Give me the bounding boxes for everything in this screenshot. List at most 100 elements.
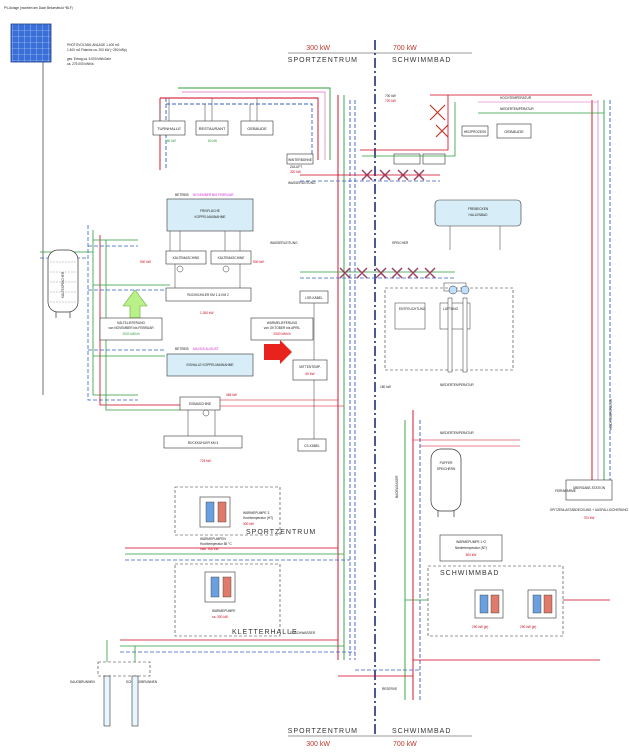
puffer-label: PUFFER [440, 461, 453, 465]
consumer-box [496, 123, 532, 139]
uebergabe-sub: SPITZENLASTABDECKUNG + AUSFALLSICHERUNG [550, 508, 628, 512]
top-left-consumers: TURNHALLE RESTAURANT GEBÄUDE 180 kW 60 k… [152, 87, 331, 174]
waermepumpe4-label: WÄRMEPUMPE [212, 609, 236, 613]
solar-panel-icon [10, 23, 52, 63]
niedertemp-lbl: NIEDERTEMPERATUR [440, 383, 474, 387]
pump-icon [448, 285, 458, 295]
box-caption: BETRIEB [175, 193, 189, 197]
waermelieferung: WÄRMELIEFERUNG von OKTOBER bis APRIL 200… [250, 317, 314, 364]
kaeltemaschine2-label: KÄLTEMASCHINE [218, 256, 245, 260]
schwimmbad-sub: SCHWIMMBAD [440, 570, 499, 577]
waermepumpen-sz-kw: max. 300 kW [200, 547, 219, 551]
hallenbad-label: HALLENBAD [469, 213, 489, 217]
box-caption-months: NOVEMBER BIS FEBRUAR [193, 193, 234, 197]
cs-box: CS-KÄBEL [297, 438, 327, 452]
zuluft-label: ZULUFT [290, 165, 302, 169]
small-kw: 60 kW [305, 372, 314, 376]
uebergabe-station: ÜBERGABE-STATION SPITZENLASTABDECKUNG + … [550, 479, 629, 520]
heatbox-label: HEIZPROZESS [464, 130, 487, 134]
eismaschine-label: EISMASCHINE [189, 402, 211, 406]
pump-icon [460, 285, 470, 295]
waermepumpe3-label: WÄRMEPUMPE 3 [243, 511, 269, 515]
wp-sw-2-kw: 290 kW (je) [520, 625, 536, 629]
consumer-label: GEBÄUDE [504, 129, 524, 134]
hochtemp-vertical: HOCHTEMPERATUR [609, 398, 613, 430]
top-header: 300 kW 700 kW SPORTZENTRUM SCHWIMMBAD [288, 45, 472, 64]
consumer-label: TURNHALLE [157, 126, 181, 131]
waermepumpen-sz-label: WÄRMEPUMPEN [200, 537, 227, 541]
box-caption: BETRIEB [175, 347, 189, 351]
consumer-label: RESTAURANT [199, 126, 226, 131]
kw1260-label: 1.260 kW [200, 311, 213, 315]
waermepumpe4-kw: ca. 300 kW [212, 615, 228, 619]
waermepumpen-sz-sub: Hochtemperatur 85 °C [200, 542, 232, 546]
top-right-kw: 700 kW [393, 45, 417, 52]
kaeltelieferung-label: KÄLTELIEFERUNG [117, 321, 146, 325]
fernwaerme-lbl: FERNWÄRME [555, 489, 576, 493]
process-box-upper: BETRIEB NOVEMBER BIS FEBRUAR FREIFLÄCHE … [166, 193, 254, 232]
arrow-up-icon [122, 289, 148, 319]
bottom-left-kw: 300 kW [306, 741, 330, 748]
schwimmbad-process-area: ENTFEUCHTUNG LÜFTUNG [384, 285, 514, 373]
pv-line3: ges. Ertrag ca. 5.000 kWh/Jahr [67, 57, 112, 61]
uebergabe-label: ÜBERGABE-STATION [573, 486, 606, 490]
pv-line1: PHOTOVOLTAIK-ANLAGE 1.400 m2 [67, 43, 120, 47]
top-left-name: SPORTZENTRUM [288, 57, 358, 64]
mittentemp-box: MITTENTEMP. 60 kW [292, 359, 328, 381]
waermepumpe3-kw: 300 kW [243, 522, 254, 526]
cs-label: CS-KÄBEL [304, 444, 320, 448]
misc-labels: WASSERLEITUNG WASSERLEITUNG SPEICHER NIE… [270, 181, 613, 691]
pv-line2: 1.400 m2 Flaeche ca. 200 kW (~250 kWp) [67, 48, 127, 52]
waermelieferung-label: WÄRMELIEFERUNG [267, 321, 298, 325]
kaeltemaschine-label: KÄLTEMASCHINE [173, 256, 200, 260]
top-left-kw: 300 kW [306, 45, 330, 52]
freibecken: FREIBECKEN HALLENBAD [434, 199, 522, 250]
niedertemp-lbl-2: NIEDERTEMPERATUR [440, 431, 474, 435]
top-right-name: SCHWIMMBAD [392, 57, 451, 64]
reserve-lbl: RESERVE [382, 687, 397, 691]
tank-icon [47, 249, 79, 313]
heatbox [461, 125, 489, 137]
badewasser-lbl: BADEWASSER [395, 475, 399, 498]
wmsleitung-label: WASSERLEITUNG [288, 181, 316, 185]
niedertemp-label: NIEDERTEMPERATUR [500, 107, 534, 111]
pufferspeicher-label: SPEICHERN [437, 467, 456, 471]
pv-line4: ca. 275.000 kWh/a [67, 62, 94, 66]
duschwasser-lbl: DUSCHWASSER [290, 631, 316, 635]
heatbox-3 [422, 153, 446, 165]
pv-panel: PV-Anlage (montiert am Dach Beluesfeuld … [4, 6, 127, 395]
uebergabe-kw: 700 kW [584, 516, 595, 520]
process-box-lower: BETRIEB MAI BIS AUGUST EISHALLE KOPPELMA… [166, 347, 254, 377]
arrow-right-icon [264, 340, 292, 364]
eismaschine: EISMASCHINE 465 kW RÜCKKÜHLER KM 3 724 k… [163, 393, 344, 463]
well-icon [103, 675, 111, 727]
winterbuehne-box [286, 153, 314, 165]
kw720-label: 720 kW [385, 99, 396, 103]
saugbrunnen-label: SAUGBRUNNEN [70, 680, 95, 684]
valve-icon [429, 104, 446, 121]
lower-pipes [120, 547, 610, 677]
tank-icon [430, 448, 462, 512]
valve-icon [361, 169, 425, 181]
kaeltespeicher-label: KÄLTESPEICHER [61, 271, 65, 298]
mittentemp-label: MITTENTEMP. [299, 365, 320, 369]
kaeltelieferung-kw: 2000 kWh/h [122, 332, 139, 336]
sportzentrum-kw-lbl: 180 kW [380, 385, 391, 389]
consumer-kw: 180 kW [165, 139, 176, 143]
area-text: ENTFEUCHTUNG [399, 307, 426, 311]
winterbuehne-label: WINTERBÜHNE [288, 158, 312, 162]
freibecken-label: FREIBECKEN [468, 207, 489, 211]
kaeltelieferung-sub: von NOVEMBER bis FEBRUAR [108, 326, 154, 330]
schluckbrunnen-label: SCHLUCKBRUNNEN [126, 680, 158, 684]
bottom-right-kw: 700 kW [393, 741, 417, 748]
hochtemp-label: HOCHTEMPERATUR [500, 96, 532, 100]
heatbox-2 [393, 153, 421, 165]
waermepumpe12-sub: Niedertemperatur (NT) [455, 546, 487, 550]
box-text: EISHALLE KOPPELMAßNAHME [186, 363, 233, 367]
box-text: FREIFLÄCHE [200, 209, 220, 213]
kletterhalle-label: KLETTERHALLE [232, 629, 298, 636]
top-right-consumers: 700 kW 720 kW HOCHTEMPERATUR NIEDERTEMPE… [360, 94, 604, 165]
sportzentrum-sub: SPORTZENTRUM [246, 529, 316, 536]
bottom-right-name: SCHWIMMBAD [392, 728, 451, 735]
